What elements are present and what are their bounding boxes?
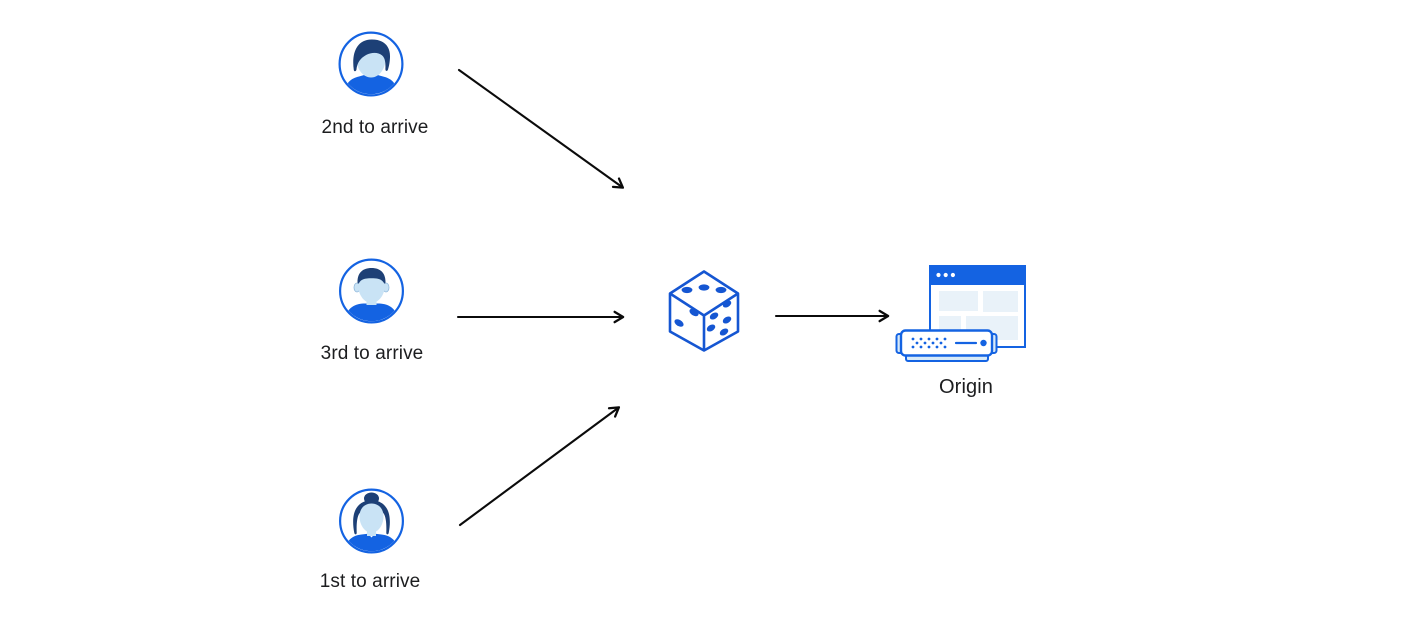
origin-server-icon (895, 265, 1026, 362)
arrow-first-to-dice (458, 406, 621, 527)
server-vent-dots (911, 337, 947, 349)
visitor-third-label: 3rd to arrive (320, 343, 424, 364)
origin-label: Origin (939, 376, 993, 398)
user-avatar-icon-first (339, 488, 404, 554)
user-avatar-icon-second (338, 31, 404, 97)
visitor-first-label: 1st to arrive (319, 571, 421, 592)
arrow-second-to-dice (457, 68, 625, 189)
diagram-arrows (456, 68, 890, 527)
window-dots-icon (936, 272, 956, 278)
visitor-second-label: 2nd to arrive (321, 117, 429, 138)
dice-icon (668, 270, 740, 352)
user-avatar-icon-third (339, 258, 404, 324)
